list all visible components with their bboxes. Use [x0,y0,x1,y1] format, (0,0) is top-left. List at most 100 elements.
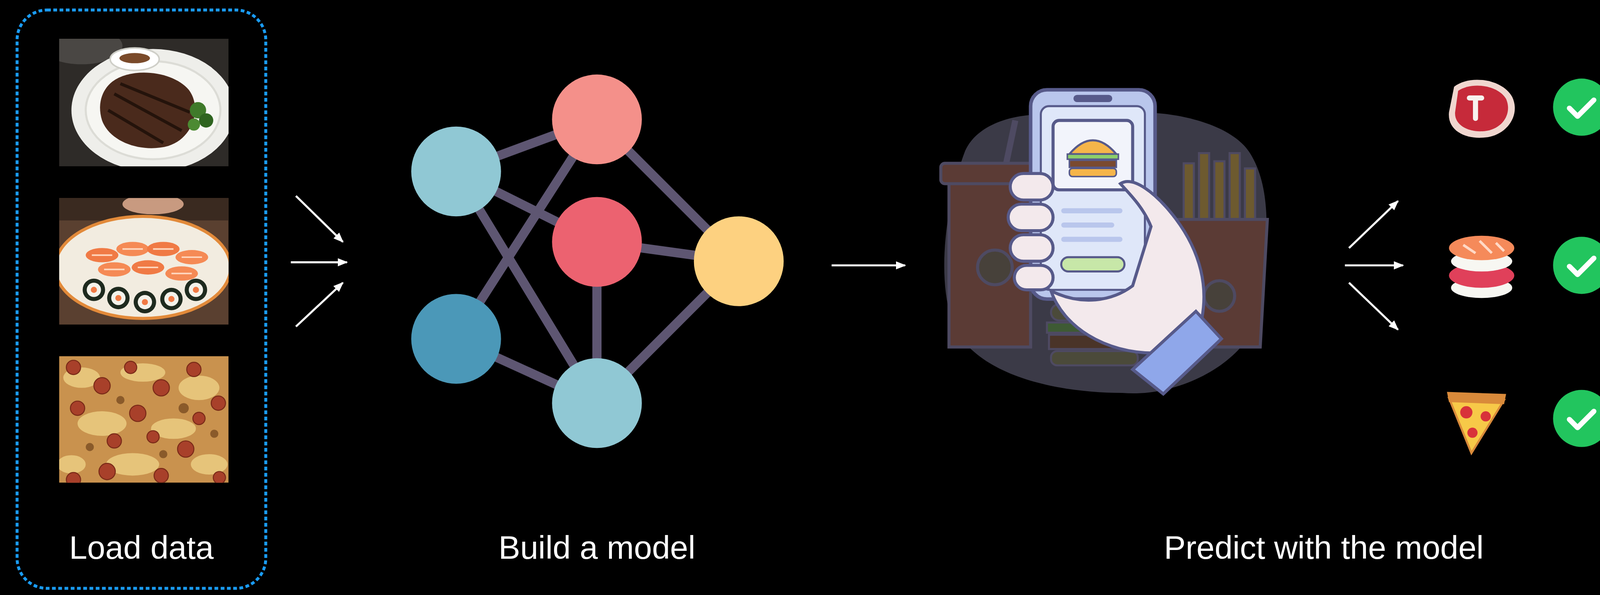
sushi-photo [168,295,175,303]
steak-icon [1448,79,1515,138]
phone-app-illustration [1050,351,1138,366]
pizza-photo [192,412,205,425]
flow-arrows [295,282,343,327]
pizza-photo [147,430,160,443]
check-badges [1569,411,1595,428]
network-neurons [411,126,502,217]
check-badges [1552,236,1600,294]
pizza-photo [129,404,146,422]
pizza-photo [66,472,81,483]
pizza-icon [1447,391,1507,454]
pizza-photo [70,401,85,416]
phone-app-illustration [1198,152,1209,225]
phone-app-illustration [1008,204,1054,231]
pizza-photo [93,377,110,394]
network-neurons [411,74,784,448]
phone-app-illustration [1061,236,1123,242]
phone-app-illustration [1204,280,1235,312]
stage-label: Build a model [498,529,696,567]
sushi-photo [82,278,208,314]
pizza-photo [85,442,95,452]
steak-photo [108,83,190,143]
steak-photo [59,38,229,167]
flow-arrows [831,264,905,267]
pizza-photo [177,440,194,457]
pizza-photo [186,362,201,377]
pizza-photo [210,429,219,438]
phone-app-illustration [1214,161,1225,225]
pizza-icon [1460,406,1473,419]
pizza-photo [178,403,189,414]
phone-app-illustration [1132,311,1222,394]
sushi-photo [91,249,203,274]
sushi-photo [59,216,229,319]
network-neurons [411,293,502,384]
pizza-icon [1480,411,1491,422]
phone-app-illustration [1005,120,1016,169]
sushi-photo [164,292,179,307]
phone-app-illustration [1069,168,1117,177]
phone-app-illustration [1183,163,1194,225]
sushi-photo [90,286,200,305]
pizza-photo [77,411,127,436]
sushi-photo [133,290,157,314]
steak-icon [1469,97,1482,119]
pizza-photo [59,363,228,476]
sushi-photo [107,286,130,310]
check-badges [1569,258,1595,275]
pizza-photo [116,395,125,405]
phone-app-illustration [1010,234,1054,262]
network-neurons [693,216,784,307]
sushi-photo [59,197,229,325]
phone-app-illustration [1061,208,1123,214]
pizza-photo [190,454,228,475]
pizza-icon [1447,391,1507,405]
phone-app-illustration [1069,140,1117,155]
pizza-photo [178,375,220,400]
phone-app-illustration [1069,160,1117,168]
pizza-photo [124,361,137,374]
stage-label: Predict with the model [1163,529,1484,567]
phone-app-illustration [1014,265,1054,290]
steak-photo [110,47,160,71]
dashed-outline [15,8,268,590]
pizza-photo [211,395,226,410]
phone-app-illustration [1229,152,1240,225]
pizza-photo [152,379,170,396]
check-badges [1569,99,1595,428]
flow-arrows [290,261,347,264]
sushi-photo [82,278,105,302]
sushi-photo [192,286,200,293]
sushi-photo [86,282,101,297]
flow-arrows [1348,201,1398,249]
flow-arrows [295,195,343,242]
flow-arrows [1345,264,1404,267]
pizza-photo [66,360,226,483]
stage-label: Load data [69,529,214,567]
pizza-photo [59,454,86,474]
steak-icon [1455,85,1508,132]
steak-icon [1448,79,1515,138]
steak-photo [99,72,195,148]
check-badges [1569,99,1595,117]
network-neurons [551,358,642,449]
phone-app-illustration [1061,257,1125,272]
phone-app-illustration [977,249,1013,285]
pizza-photo [107,433,122,448]
sushi-photo [141,299,148,306]
sushi-icon [1448,235,1515,261]
sushi-photo [137,294,153,310]
sushi-photo [90,286,98,293]
check-badges [1552,78,1600,447]
phone-app-illustration [1053,120,1133,190]
pizza-photo [66,360,81,375]
dashed-group-box: Load data [15,8,268,590]
network-neurons [551,197,642,288]
network-neurons [551,74,642,165]
phone-app-illustration [1067,154,1119,160]
sushi-photo [184,278,208,302]
sushi-photo [115,294,122,302]
phone-app-illustration [1008,173,1054,290]
sushi-photo [188,282,203,297]
sushi-photo [122,197,184,215]
